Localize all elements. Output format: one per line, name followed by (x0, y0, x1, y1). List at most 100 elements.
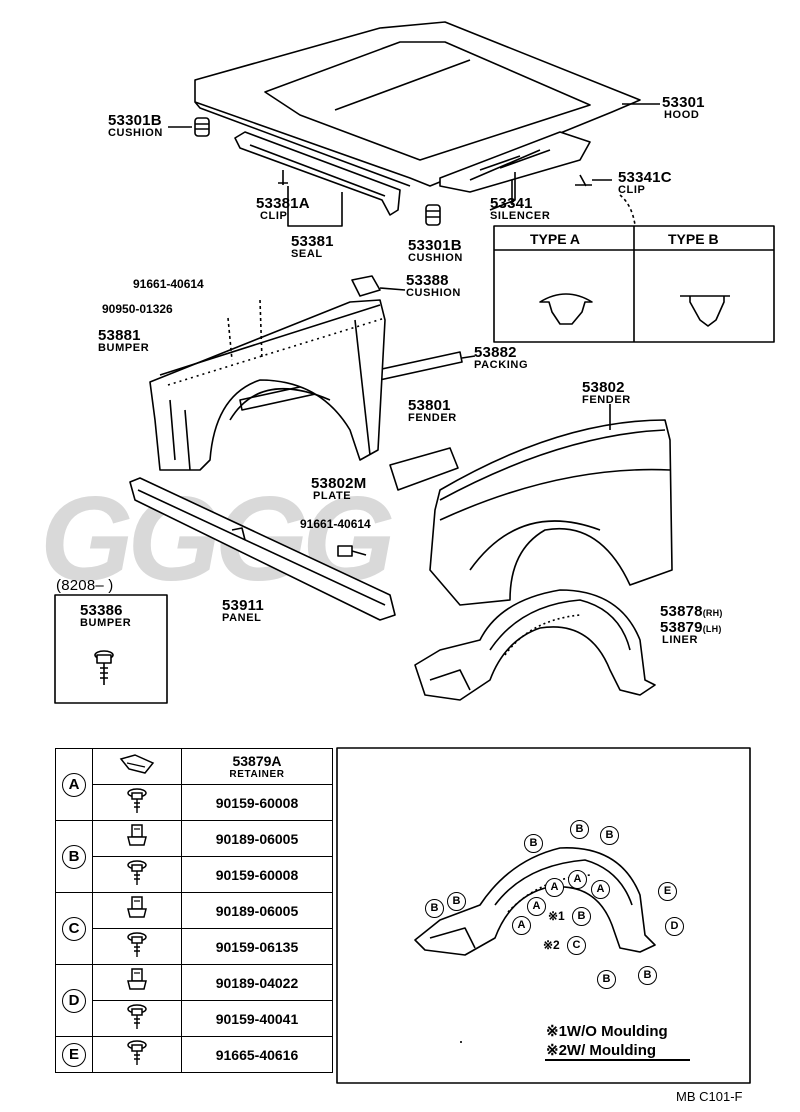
part-number-cell: 90189-06005 (181, 820, 333, 857)
clip-c-part-number: 53341C (618, 169, 672, 186)
group-key-cell: A (55, 748, 93, 821)
callout-b-6: B (572, 907, 591, 926)
bumper-box-label: BUMPER (80, 617, 132, 629)
callout-b-5: B (425, 899, 444, 918)
group-key-cell: E (55, 1036, 93, 1073)
fender-lh-label: FENDER (408, 412, 457, 424)
clip-a-label: CLIP (260, 210, 288, 222)
fender-rh-part-number: 53802 (582, 379, 625, 396)
cushion-top-part-number: 53301B (108, 112, 162, 129)
liner-rh-part-number: 53878(RH) (660, 603, 723, 620)
part-name: RETAINER (229, 769, 285, 780)
group-key-c: C (62, 916, 86, 941)
bumper-box-screw (94, 650, 114, 685)
part-number: 90159-06135 (215, 938, 299, 955)
cushion-mid-part-number: 53301B (408, 237, 462, 254)
table-row: 90159-60008 (56, 784, 333, 821)
callout-a-3: A (591, 880, 610, 899)
callout-a-4: A (527, 897, 546, 916)
group-key-cell: B (55, 820, 93, 893)
bumper-label: BUMPER (98, 342, 150, 354)
part-number: 90159-60008 (215, 794, 299, 811)
group-key-e: E (62, 1042, 86, 1067)
seal-part-number: 53381 (291, 233, 334, 250)
panel-part-number: 53911 (222, 597, 264, 614)
screw-icon (92, 856, 182, 893)
liner-detail-drawing (414, 847, 656, 956)
liner-drawing (414, 589, 656, 701)
part-number-cell: 90189-04022 (181, 964, 333, 1001)
callout-b-7: B (597, 970, 616, 989)
table-row: B 90189-06005 (55, 820, 333, 893)
seal-label: SEAL (291, 248, 323, 260)
table-row: 90159-60008 (56, 856, 333, 893)
plate-drawing (389, 447, 459, 491)
bumper-box-frame (54, 594, 168, 704)
note-with-moulding: ※2W/ Moulding (546, 1042, 657, 1059)
cushion-right-part-number: 53388 (406, 272, 449, 289)
part-number: 90159-60008 (215, 866, 299, 883)
callout-c-1: C (567, 936, 586, 955)
part-number-cell: 90159-60008 (181, 856, 333, 893)
callout-a-5: A (512, 916, 531, 935)
bolt-top-part-number: 91661-40614 (133, 277, 204, 291)
silencer-label: SILENCER (490, 210, 551, 222)
part-number: 91665-40616 (215, 1046, 299, 1063)
fender-lh-drawing (149, 299, 386, 471)
mark1-label: ※1 (548, 909, 565, 923)
type-a-header: TYPE A (530, 231, 581, 247)
retainer-icon (92, 748, 182, 785)
callout-b-3: B (524, 834, 543, 853)
liner-lh-side: (LH) (702, 624, 722, 634)
screw-icon (92, 784, 182, 821)
panel-drawing (129, 477, 396, 621)
seal-drawing (234, 131, 401, 227)
cushion-parts (194, 117, 592, 297)
liner-rh-side: (RH) (702, 608, 723, 618)
page-code: MB C101-F (676, 1089, 743, 1104)
clip-a-part-number: 53381A (256, 195, 310, 212)
date-code: (8208– ) (56, 577, 114, 594)
callout-b-4: B (447, 892, 466, 911)
hood-label: HOOD (664, 109, 700, 121)
bolt-mid-part-number: 91661-40614 (300, 517, 371, 531)
callout-b-1: B (570, 820, 589, 839)
table-row: D 90189-04022 (55, 964, 333, 1037)
table-row: 90159-06135 (56, 928, 333, 965)
bumper-part-number: 53881 (98, 327, 141, 344)
hood-part-number: 53301 (662, 94, 705, 111)
mark2-label: ※2 (543, 938, 560, 952)
bumper-box-part-number: 53386 (80, 602, 123, 619)
table-row: E 91665-40616 (55, 1036, 333, 1073)
part-number: 90189-06005 (215, 830, 299, 847)
part-number-cell: 90159-40041 (181, 1000, 333, 1037)
fender-rh-label: FENDER (582, 394, 631, 406)
screw-icon (92, 1000, 182, 1037)
liner-lh-part-number: 53879(LH) (660, 619, 722, 636)
nut-icon (92, 892, 182, 929)
callout-e-1: E (658, 882, 677, 901)
cushion-right-label: CUSHION (406, 287, 461, 299)
note-without-moulding: ※1W/O Moulding (546, 1023, 668, 1040)
screw-icon (92, 928, 182, 965)
group-key-d: D (62, 988, 86, 1013)
group-key-cell: D (55, 964, 93, 1037)
part-number-cell: 90159-60008 (181, 784, 333, 821)
callout-b-8: B (638, 966, 657, 985)
part-number-cell: 91665-40616 (181, 1036, 333, 1073)
part-number: 90189-04022 (215, 974, 299, 991)
part-number-cell: 90159-06135 (181, 928, 333, 965)
silencer-drawing (439, 131, 591, 211)
table-row: 90159-40041 (56, 1000, 333, 1037)
callout-d-1: D (665, 917, 684, 936)
clip-type-box (493, 225, 775, 343)
group-key-cell: C (55, 892, 93, 965)
fender-lh-part-number: 53801 (408, 397, 451, 414)
cushion-top-label: CUSHION (108, 127, 163, 139)
packing-part-number: 53882 (474, 344, 517, 361)
clip-c-label: CLIP (618, 184, 646, 196)
